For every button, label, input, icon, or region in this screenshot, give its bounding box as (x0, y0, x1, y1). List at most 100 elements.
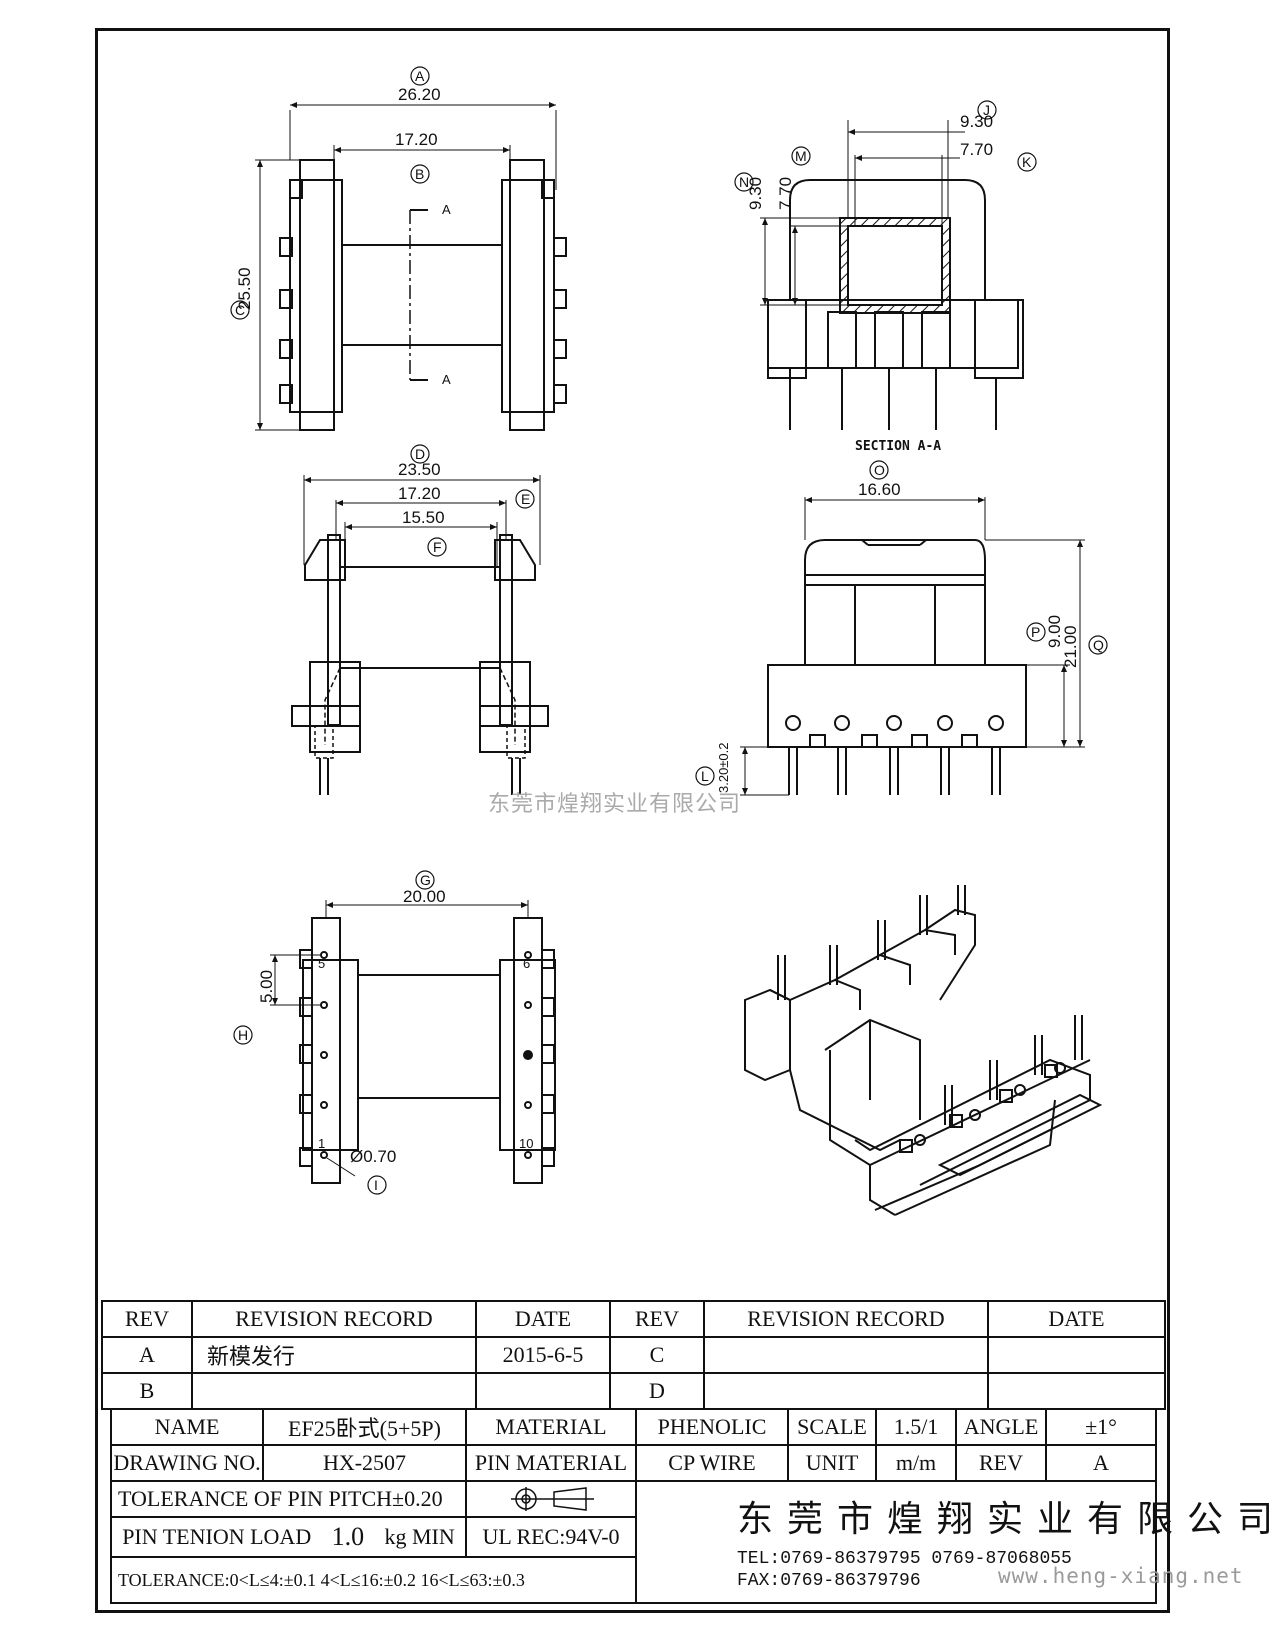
projection-symbol-icon (511, 1487, 594, 1511)
date-cell (987, 1336, 1166, 1374)
scale-label: SCALE (789, 1410, 877, 1446)
dim-C: 25.50 (235, 267, 254, 310)
pin-material-label: PIN MATERIAL (467, 1446, 637, 1482)
rev-label: REV (957, 1446, 1047, 1482)
dim-H: 5.00 (257, 970, 276, 1003)
dim-M: 7.70 (776, 177, 795, 210)
date-cell: 2015-6-5 (475, 1336, 611, 1374)
name-value: EF25卧式(5+5P) (264, 1410, 467, 1446)
pin-load-label: PIN TENION LOAD (122, 1524, 312, 1549)
dim-F: 15.50 (402, 508, 445, 527)
rev-cell: B (101, 1372, 193, 1410)
revision-record-header: REVISION RECORD (703, 1300, 989, 1338)
label-B: B (415, 166, 424, 182)
dim-A: 26.20 (398, 85, 441, 104)
pin-load-value: 1.0 (331, 1522, 365, 1551)
dim-D: 23.50 (398, 460, 441, 479)
label-L: L (701, 768, 709, 784)
date-header: DATE (987, 1300, 1166, 1338)
pin-5-label: 5 (318, 956, 325, 971)
drawing-no-value: HX-2507 (264, 1446, 467, 1482)
label-H: H (238, 1027, 248, 1043)
label-I: I (374, 1177, 378, 1193)
isometric-view (744, 885, 1103, 1216)
drawing-no-label: DRAWING NO. (112, 1446, 264, 1482)
name-label: NAME (112, 1410, 264, 1446)
scale-value: 1.5/1 (877, 1410, 957, 1446)
dim-Q: 21.00 (1061, 625, 1080, 668)
angle-label: ANGLE (957, 1410, 1047, 1446)
pin-material-value: CP WIRE (637, 1446, 789, 1482)
pin-10-label: 10 (519, 1136, 533, 1151)
company-tel: TEL:0769-86379795 0769-87068055 (737, 1549, 1072, 1569)
rev-cell: A (101, 1336, 193, 1374)
dim-N: 9.30 (746, 177, 765, 210)
revision-record-header: REVISION RECORD (191, 1300, 477, 1338)
dim-E: 17.20 (398, 484, 441, 503)
table-row: A 新模发行 2015-6-5 C (101, 1336, 1166, 1374)
watermark: 东莞市煌翔实业有限公司 (488, 792, 742, 817)
label-P: P (1031, 624, 1040, 640)
angle-value: ±1° (1047, 1410, 1155, 1446)
ul-rating: UL REC:94V-0 (467, 1518, 637, 1558)
rev-value: A (1047, 1446, 1155, 1482)
company-fax: FAX:0769-86379796 (737, 1571, 921, 1591)
label-J: J (983, 102, 990, 118)
top-view (255, 102, 567, 431)
table-row: B D (101, 1372, 1166, 1410)
label-O: O (874, 462, 885, 478)
company-cell: 东莞市煌翔实业有限公司 TEL:0769-86379795 0769-87068… (637, 1482, 1273, 1602)
revision-record-cell (703, 1372, 989, 1410)
unit-value: m/m (877, 1446, 957, 1482)
tolerance-table: TOLERANCE:0<L≤4:±0.1 4<L≤16:±0.2 16<L≤63… (112, 1558, 637, 1602)
website: www.heng-xiang.net (998, 1564, 1244, 1588)
revision-record-cell (703, 1336, 989, 1374)
label-C: C (235, 302, 245, 318)
label-K: K (1022, 154, 1032, 170)
tolerance-pitch: TOLERANCE OF PIN PITCH±0.20 (112, 1482, 467, 1518)
section-mark-top: A (442, 202, 451, 217)
pin-load-unit: kg MIN (384, 1524, 455, 1549)
title-block: NAME EF25卧式(5+5P) MATERIAL PHENOLIC SCAL… (110, 1408, 1273, 1604)
section-view (760, 120, 1024, 430)
drawing-frame (95, 28, 1170, 1613)
label-N: N (739, 174, 749, 190)
pin-1-label: 1 (318, 1136, 325, 1151)
dim-J: 9.30 (960, 112, 993, 131)
dim-B: 17.20 (395, 130, 438, 149)
dim-P: 9.00 (1045, 615, 1064, 648)
material-value: PHENOLIC (637, 1410, 789, 1446)
date-cell (475, 1372, 611, 1410)
dim-L: 3.20±0.2 (716, 742, 731, 793)
projection-symbol (467, 1482, 637, 1518)
dim-K: 7.70 (960, 140, 993, 159)
label-D: D (415, 446, 425, 462)
section-mark-bottom: A (442, 372, 451, 387)
pin-load-cell: PIN TENION LOAD 1.0 kg MIN (112, 1518, 467, 1558)
side-view (740, 497, 1085, 796)
rev-header: REV (609, 1300, 705, 1338)
label-E: E (521, 491, 530, 507)
label-A: A (415, 68, 425, 84)
bottom-view (270, 900, 556, 1184)
rev-cell: D (609, 1372, 705, 1410)
rev-cell: C (609, 1336, 705, 1374)
dim-I: Ø0.70 (350, 1147, 396, 1166)
label-M: M (795, 148, 807, 164)
revision-header-row: REV REVISION RECORD DATE REV REVISION RE… (101, 1300, 1166, 1338)
label-G: G (420, 872, 431, 888)
unit-label: UNIT (789, 1446, 877, 1482)
date-cell (987, 1372, 1166, 1410)
material-label: MATERIAL (467, 1410, 637, 1446)
revision-table: REV REVISION RECORD DATE REV REVISION RE… (101, 1300, 1166, 1410)
revision-record-cell (191, 1372, 477, 1410)
company-name: 东莞市煌翔实业有限公司 (737, 1499, 1275, 1540)
dim-O: 16.60 (858, 480, 901, 499)
dim-G: 20.00 (403, 887, 446, 906)
section-title: SECTION A-A (855, 439, 941, 454)
front-view (291, 475, 549, 795)
pin-6-label: 6 (523, 956, 530, 971)
label-Q: Q (1093, 637, 1104, 653)
